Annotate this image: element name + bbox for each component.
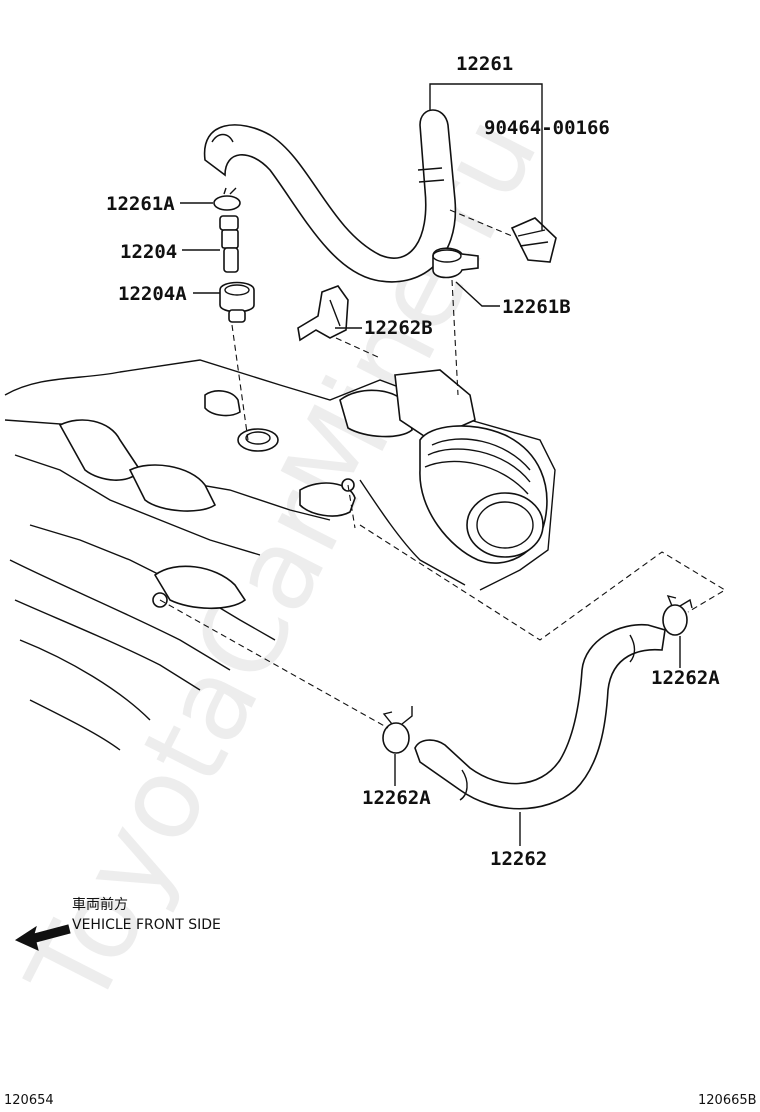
front-direction-indicator: 車両前方 VEHICLE FRONT SIDE — [14, 896, 221, 951]
engine-block — [4, 359, 556, 751]
leader-lines — [180, 83, 681, 846]
gasket-12261A — [213, 187, 241, 211]
assembly-lines — [159, 209, 727, 729]
label-12262: 12262 — [490, 848, 547, 870]
grommet-12204A — [219, 281, 255, 323]
clip-12262A-right — [662, 594, 693, 636]
label-12204A: 12204A — [118, 283, 187, 305]
pcv-valve-12204 — [219, 215, 239, 273]
label-12262B: 12262B — [364, 317, 433, 339]
footer-right-code: 120665B — [698, 1093, 757, 1108]
label-12262A-right: 12262A — [651, 667, 720, 689]
hose-12262 — [414, 623, 666, 810]
label-12261B: 12261B — [502, 296, 571, 318]
direction-japanese: 車両前方 — [72, 896, 128, 913]
clamp-90464-00166 — [510, 217, 557, 263]
label-12204: 12204 — [120, 241, 177, 263]
arrow-left-icon — [14, 924, 71, 951]
watermark-text: ToyotaCarMine.ru — [3, 96, 563, 1028]
label-12261A: 12261A — [106, 193, 175, 215]
hose-12261 — [203, 109, 457, 283]
label-12262A-left: 12262A — [362, 787, 431, 809]
throttle-body — [359, 369, 548, 586]
bracket-12262B — [297, 285, 349, 342]
direction-english: VEHICLE FRONT SIDE — [72, 917, 221, 933]
label-90464-00166: 90464-00166 — [484, 117, 610, 139]
label-12261: 12261 — [456, 53, 513, 75]
footer-left-code: 120654 — [4, 1093, 54, 1108]
clip-12262A-left — [382, 706, 413, 754]
clip-12261B — [432, 247, 479, 279]
